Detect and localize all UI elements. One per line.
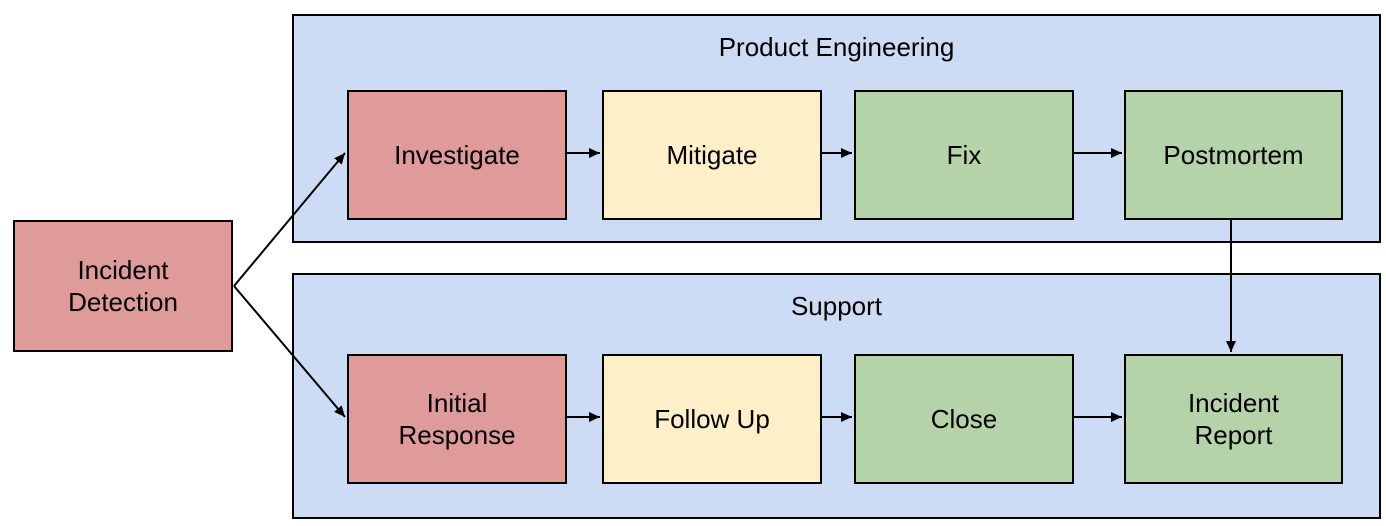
node-label: Follow Up [654,403,770,434]
node-postmortem: Postmortem [1124,90,1343,220]
lane-title-support: Support [790,291,883,321]
node-incident-detection: Incident Detection [13,220,233,352]
node-label: Close [930,403,998,434]
node-investigate: Investigate [347,90,567,220]
lane-support: Support Initial Response Follow Up Close… [292,273,1381,519]
lane-product-engineering: Product Engineering Investigate Mitigate… [292,14,1381,243]
node-label: Postmortem [1163,139,1304,170]
node-label: Incident Detection [68,254,178,318]
node-fix: Fix [854,90,1074,220]
node-incident-report: Incident Report [1124,354,1343,484]
node-mitigate: Mitigate [602,90,822,220]
node-label: Initial Response [398,387,516,451]
lane-title-product-engineering: Product Engineering [718,32,955,62]
node-label: Investigate [394,139,520,170]
node-label: Fix [946,139,982,170]
node-close: Close [854,354,1074,484]
node-initial-response: Initial Response [347,354,567,484]
node-label: Incident Report [1187,387,1280,451]
node-label: Mitigate [666,139,758,170]
node-follow-up: Follow Up [602,354,822,484]
